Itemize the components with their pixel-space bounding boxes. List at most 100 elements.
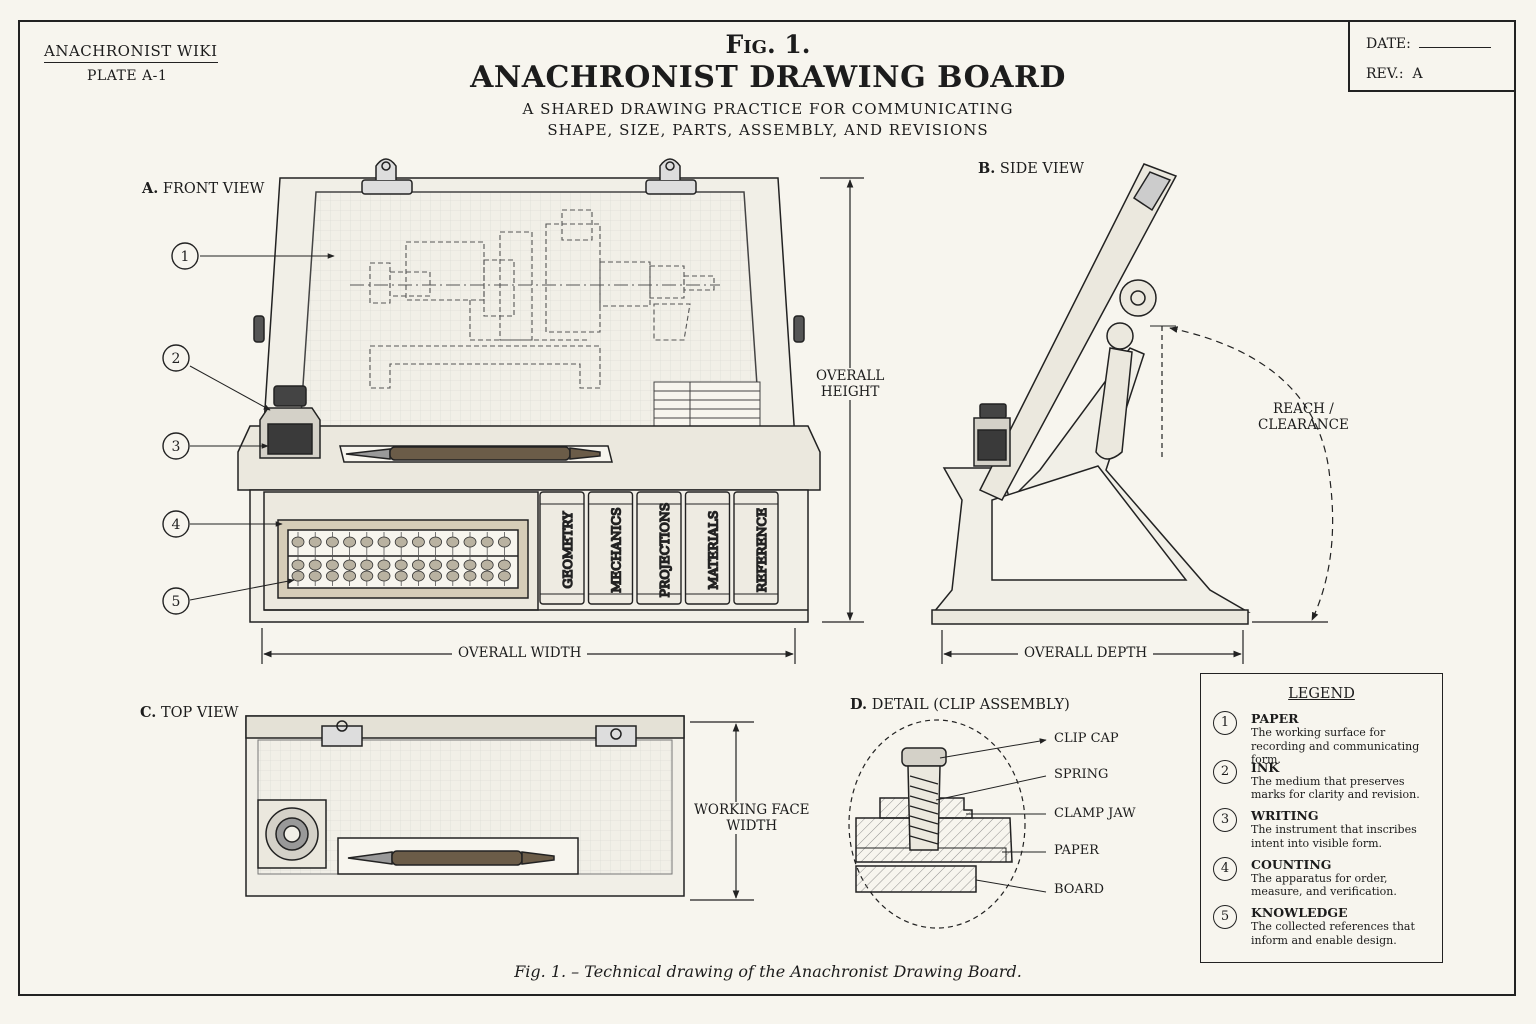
abacus-bead — [463, 559, 477, 571]
abacus-bead — [308, 570, 322, 582]
abacus-bead — [343, 536, 357, 548]
legend-description: The working surface for recording and co… — [1251, 726, 1420, 766]
callout-leaders — [189, 253, 335, 601]
abacus-bead — [377, 559, 391, 571]
book-spine-label: REFERENCE — [754, 508, 769, 593]
legend-name: PAPER — [1251, 711, 1299, 726]
date-field: DATE: — [1366, 36, 1491, 52]
page-title: ANACHRONIST DRAWING BOARD — [470, 60, 1066, 95]
abacus-bead — [497, 559, 511, 571]
legend-number: 3 — [1213, 808, 1237, 832]
paper-clip-left — [361, 158, 413, 195]
callout-1: 1 — [171, 242, 199, 270]
reach-clearance-arc — [1161, 326, 1334, 623]
abacus-bead — [394, 559, 408, 571]
abacus-bead — [291, 559, 305, 571]
book-mechanics: MECHANICS — [587, 491, 634, 605]
abacus-bead — [429, 536, 443, 548]
legend-title: LEGEND — [1288, 686, 1355, 702]
machine-sketch — [350, 209, 720, 389]
abacus-bead — [429, 570, 443, 582]
abacus-bead — [343, 570, 357, 582]
plate-border — [18, 20, 1516, 996]
front-view: GEOMETRY MECHANICS PROJECTIONS MATERIALS REF… — [237, 158, 821, 623]
side-view — [931, 163, 1251, 625]
abacus-bead — [497, 536, 511, 548]
detail-leaders — [935, 738, 1047, 893]
side-view-label: B. SIDE VIEW — [978, 160, 1085, 177]
legend-description: The collected references that inform and… — [1251, 920, 1415, 947]
revision-block — [1348, 20, 1516, 92]
callout-number: 1 — [181, 249, 190, 265]
callout-number: 4 — [172, 517, 181, 533]
plate-label: PLATE A-1 — [87, 68, 168, 84]
callout-5: 5 — [162, 587, 190, 615]
detail-view-label: D. DETAIL (CLIP ASSEMBLY) — [850, 696, 1070, 713]
book-spine-label: MATERIALS — [706, 511, 721, 590]
figure-number: Fig. 1. — [725, 30, 811, 59]
callout-2: 2 — [162, 344, 190, 372]
abacus-bead — [308, 536, 322, 548]
book-spine-label: PROJECTIONS — [657, 503, 672, 598]
book-geometry: GEOMETRY — [539, 491, 585, 605]
abacus-bead — [480, 536, 494, 548]
detail-label-paper: PAPER — [1054, 843, 1099, 858]
ink-bottle — [259, 385, 321, 459]
abacus-bead — [480, 570, 494, 582]
abacus-bead — [325, 570, 339, 582]
abacus-bead — [446, 559, 460, 571]
legend-number: 1 — [1213, 711, 1237, 735]
legend-name: WRITING — [1251, 808, 1319, 823]
legend-description: The instrument that inscribes intent int… — [1251, 823, 1417, 850]
revision-field: REV.: A — [1366, 66, 1423, 82]
overall-height-dimension — [820, 177, 864, 623]
legend-description: The apparatus for order, measure, and ve… — [1251, 871, 1397, 899]
subtitle-line-2: SHAPE, SIZE, PARTS, ASSEMBLY, AND REVISI… — [547, 121, 989, 139]
mini-title-block — [653, 381, 761, 429]
abacus-bead — [429, 559, 443, 571]
callout-number: 5 — [172, 594, 181, 610]
abacus-bead — [411, 536, 425, 548]
overall-width-label: OVERALL WIDTH — [452, 645, 588, 661]
pen — [345, 446, 601, 461]
abacus-bead — [291, 536, 305, 548]
subtitle-line-1: A SHARED DRAWING PRACTICE FOR COMMUNICAT… — [522, 100, 1014, 118]
abacus-bead — [497, 570, 511, 582]
book-spine-label: MECHANICS — [609, 507, 624, 592]
abacus-bead — [377, 570, 391, 582]
abacus-bead — [411, 559, 425, 571]
abacus-bead — [325, 559, 339, 571]
abacus-bead — [463, 536, 477, 548]
book-materials: MATERIALS — [684, 491, 731, 605]
detail-view — [848, 719, 1026, 929]
detail-label-board: BOARD — [1054, 882, 1105, 897]
abacus-bead — [480, 559, 494, 571]
front-view-label: A. FRONT VIEW — [142, 180, 265, 197]
figure-caption: Fig. 1. – Technical drawing of the Anach… — [514, 962, 1022, 981]
top-view — [245, 715, 685, 897]
callout-4: 4 — [162, 510, 190, 538]
legend-description: The medium that preserves marks for clar… — [1251, 774, 1420, 802]
abacus-bead — [308, 559, 322, 571]
wiki-label: ANACHRONIST WIKI — [44, 42, 218, 63]
abacus-bead — [377, 536, 391, 548]
abacus-bead — [360, 559, 374, 571]
overall-depth-label: OVERALL DEPTH — [1018, 645, 1154, 661]
detail-label-clip-cap: CLIP CAP — [1054, 731, 1119, 746]
book-reference: REFERENCE — [733, 491, 779, 605]
callout-number: 2 — [172, 351, 181, 367]
abacus-bead — [463, 570, 477, 582]
book-projections: PROJECTIONS — [636, 491, 682, 605]
detail-label-spring: SPRING — [1054, 767, 1109, 782]
book-spine-label: GEOMETRY — [560, 511, 575, 589]
abacus-bead — [343, 559, 357, 571]
abacus-bead — [446, 536, 460, 548]
abacus-bead — [394, 536, 408, 548]
reach-clearance-label: REACH /CLEARANCE — [1258, 401, 1349, 433]
callout-3: 3 — [162, 432, 190, 460]
legend-number: 5 — [1213, 905, 1237, 929]
